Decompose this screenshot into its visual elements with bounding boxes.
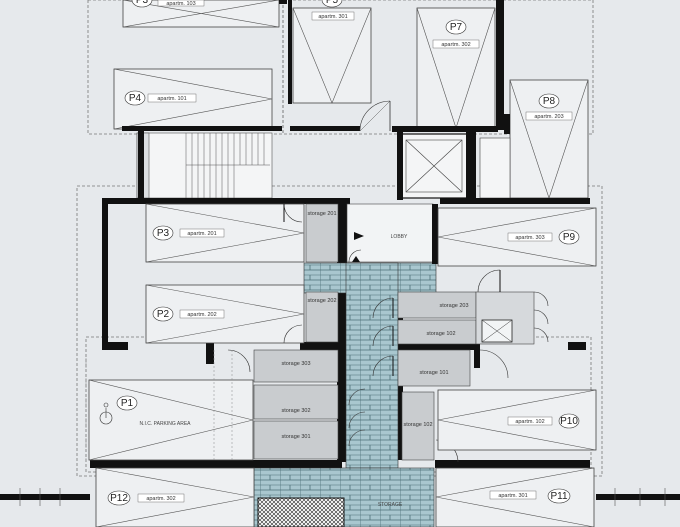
storage-303-label: storage 303 xyxy=(281,361,310,367)
p3b-number: P3 xyxy=(157,228,170,239)
p12-unit: apartm. 302 xyxy=(146,496,175,502)
p1-number: P1 xyxy=(121,398,134,409)
p8-unit: apartm. 203 xyxy=(534,114,563,120)
corridor-tiles-main xyxy=(345,262,399,469)
storage-302 xyxy=(253,384,339,420)
label-p12: P12 apartm. 302 xyxy=(107,490,176,506)
parking-space-p5 xyxy=(292,7,372,104)
storage-201 xyxy=(305,203,339,263)
p9-number: P9 xyxy=(563,232,576,243)
label-p9: P9 apartm. 303 xyxy=(515,229,580,245)
parking-space-p1 xyxy=(88,379,254,461)
storage-101 xyxy=(397,349,471,387)
parking-labels: P3 apartm. 103 P5 apartm. 301 P7 apartm.… xyxy=(107,0,580,506)
storage-102b-label: storage 102 xyxy=(403,422,432,428)
stair-block xyxy=(136,132,273,199)
p10-unit: apartm. 102 xyxy=(515,419,544,425)
p12-number: P12 xyxy=(110,493,128,504)
storage-301-label: storage 301 xyxy=(281,434,310,440)
storage-203-label: storage 203 xyxy=(439,303,468,309)
p3b-unit: apartm. 201 xyxy=(187,231,216,237)
p11-unit: apartm. 301 xyxy=(498,493,527,499)
storage-201-label: storage 201 xyxy=(307,211,336,217)
p10-number: P10 xyxy=(560,416,578,427)
storage-301 xyxy=(253,420,339,460)
storage-102 xyxy=(397,319,477,345)
storage-102b xyxy=(401,391,435,461)
label-p11: P11 apartm. 301 xyxy=(498,488,571,504)
storage-303 xyxy=(253,349,339,383)
p5-number: P5 xyxy=(326,0,339,6)
p9-unit: apartm. 303 xyxy=(515,235,544,241)
storage-101-label: storage 101 xyxy=(419,370,448,376)
storage-202-label: storage 202 xyxy=(307,298,336,304)
bottom-storage-label: STORAGE xyxy=(378,502,403,508)
p5-unit: apartm. 301 xyxy=(318,14,347,20)
label-p10: P10 apartm. 102 xyxy=(515,413,580,429)
storage-302-label: storage 302 xyxy=(281,408,310,414)
label-p8: P8 apartm. 203 xyxy=(534,93,564,120)
p4-number: P4 xyxy=(129,93,142,104)
storage-202 xyxy=(305,291,339,343)
lobby-label: LOBBY xyxy=(391,234,408,240)
label-p7: P7 apartm. 302 xyxy=(441,19,471,48)
label-p2: P2 apartm. 202 xyxy=(152,306,217,322)
storage-203 xyxy=(397,291,477,319)
label-p3: P3 apartm. 103 xyxy=(131,0,196,8)
middle-section xyxy=(85,198,597,527)
label-p5: P5 apartm. 301 xyxy=(318,0,348,20)
p3-number: P3 xyxy=(136,0,149,6)
p7-number: P7 xyxy=(450,22,463,33)
accessibility-icon xyxy=(99,402,113,425)
lobby xyxy=(346,203,434,263)
p3-unit: apartm. 103 xyxy=(166,1,195,7)
p7-unit: apartm. 302 xyxy=(441,42,470,48)
p4-unit: apartm. 101 xyxy=(157,96,186,102)
p1-unit: N.I.C. PARKING AREA xyxy=(139,421,191,427)
p11-number: P11 xyxy=(550,491,567,502)
label-p4: P4 apartm. 101 xyxy=(124,90,187,106)
floor-grate xyxy=(257,497,345,527)
storage-102-label: storage 102 xyxy=(426,331,455,337)
label-p3b: P3 apartm. 201 xyxy=(152,225,217,241)
p2-unit: apartm. 202 xyxy=(187,312,216,318)
p8-number: P8 xyxy=(543,96,556,107)
p2-number: P2 xyxy=(157,309,170,320)
storage-labels: storage 201 storage 202 storage 203 stor… xyxy=(281,211,468,440)
label-p1: P1 N.I.C. PARKING AREA xyxy=(116,395,191,427)
